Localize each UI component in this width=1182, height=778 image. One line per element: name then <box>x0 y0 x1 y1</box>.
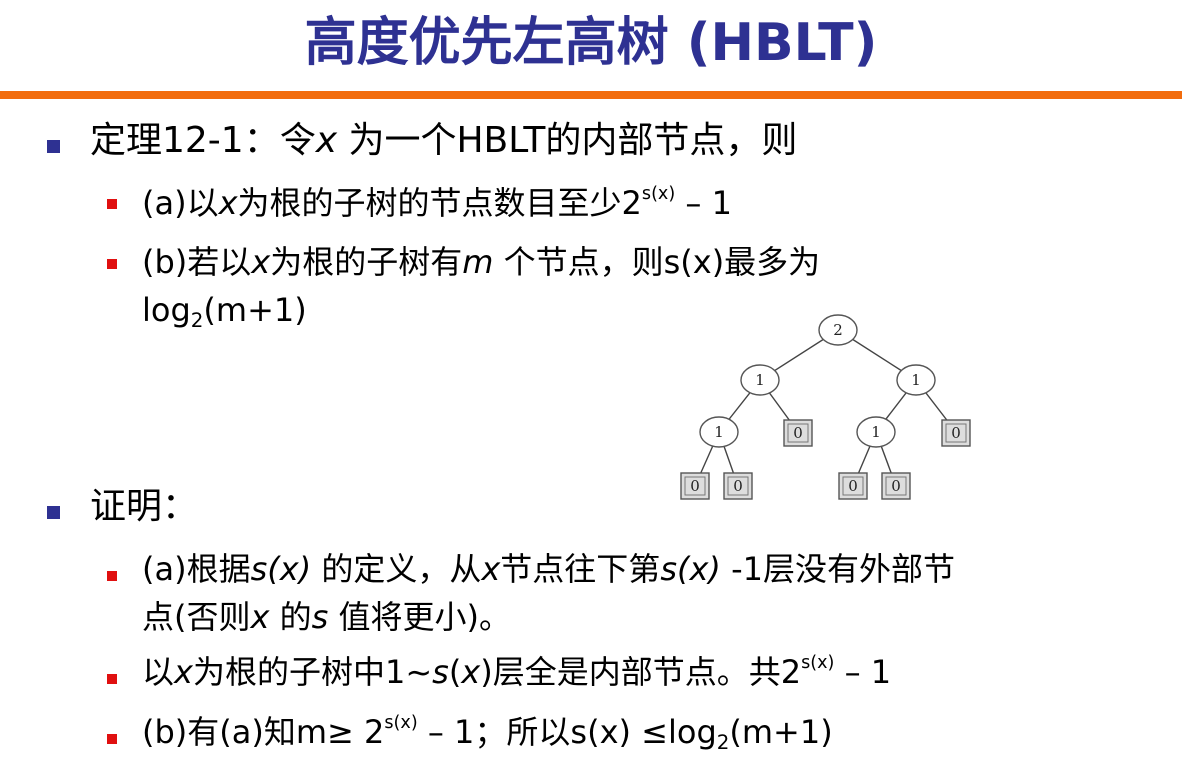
bullet-l1-icon <box>47 506 60 519</box>
var: x <box>481 550 501 588</box>
var: x <box>461 653 481 691</box>
node-label: 0 <box>848 477 858 495</box>
superscript: s(x) <box>641 184 676 205</box>
var: x <box>250 598 270 636</box>
proof-part-b: (b)有(a)知m≥ 2s(x) – 1；所以s(x) ≤log2(m+1) <box>142 711 833 753</box>
text: 为根的子树中1~ <box>192 653 433 691</box>
bullet-l2-icon <box>107 674 117 684</box>
var: x <box>218 184 238 222</box>
theorem-part-a: (a)以x为根的子树的节点数目至少2s(x) – 1 <box>142 182 732 224</box>
proof-heading: 证明： <box>90 486 199 527</box>
tree-node-root: 2 <box>818 314 858 346</box>
text: 的 <box>279 598 312 636</box>
node-label: 0 <box>733 477 743 495</box>
text: – 1 <box>675 184 732 222</box>
text: (b)若以 <box>142 243 252 281</box>
tree-external-node: 0 <box>680 472 710 500</box>
text: 以 <box>142 653 175 691</box>
tree-external-node: 0 <box>881 472 911 500</box>
title-divider <box>0 91 1182 99</box>
text: (b)有(a)知m≥ 2 <box>142 713 385 751</box>
text: 值将更小)。 <box>338 598 511 636</box>
text: 节点往下第 <box>500 550 661 588</box>
text: 定理12-1：令 <box>90 120 316 161</box>
node-label: 2 <box>833 321 843 339</box>
var: x <box>251 243 271 281</box>
node-label: 0 <box>690 477 700 495</box>
var: x <box>315 120 338 161</box>
text: (m+1) <box>203 291 307 329</box>
node-label: 1 <box>714 423 724 441</box>
text: )层全是内部节点。共2 <box>480 653 802 691</box>
hblt-tree-diagram: 2 1 1 1 1 0 0 0 0 0 <box>680 314 971 500</box>
text: 点(否则 <box>142 598 251 636</box>
proof-part-c: 以x为根的子树中1~s(x)层全是内部节点。共2s(x) – 1 <box>142 651 891 693</box>
text: ( <box>448 653 462 691</box>
text: 为根的子树有 <box>270 243 463 281</box>
text: 为一个HBLT的内部节点，则 <box>348 120 798 161</box>
superscript: s(x) <box>801 653 835 674</box>
text: 的定义，从 <box>321 550 482 588</box>
text: 为根的子树的节点数目至少2 <box>237 184 642 222</box>
var: s(x) <box>660 550 721 588</box>
theorem-part-b-cont: log2(m+1) <box>142 289 307 331</box>
tree-external-node: 0 <box>783 419 813 447</box>
bullet-l2-icon <box>107 734 117 744</box>
theorem-part-b: (b)若以x为根的子树有m 个节点，则s(x)最多为 <box>142 241 820 283</box>
bullet-l2-icon <box>107 199 117 209</box>
tree-external-node: 0 <box>941 419 971 447</box>
node-label: 1 <box>911 371 921 389</box>
bullet-l2-icon <box>107 259 117 269</box>
text: log <box>142 291 191 329</box>
superscript: s(x) <box>384 713 418 734</box>
node-label: 0 <box>951 424 961 442</box>
bullet-l1-icon <box>47 140 60 153</box>
text: (m+1) <box>729 713 833 751</box>
text: (a)以 <box>142 184 219 222</box>
var: s <box>432 653 449 691</box>
tree-external-node: 0 <box>838 472 868 500</box>
proof-part-a: (a)根据s(x) 的定义，从x节点往下第s(x) -1层没有外部节 <box>142 548 955 590</box>
slide-title: 高度优先左高树 (HBLT) <box>304 13 878 73</box>
tree-node-right-left: 1 <box>856 416 896 448</box>
bullet-l2-icon <box>107 571 117 581</box>
node-label: 1 <box>755 371 765 389</box>
var: x <box>174 653 193 691</box>
tree-external-node: 0 <box>723 472 753 500</box>
node-label: 1 <box>871 423 881 441</box>
proof-part-a-cont: 点(否则x 的s 值将更小)。 <box>142 596 511 638</box>
node-label: 0 <box>793 424 803 442</box>
var: s(x) <box>250 550 312 588</box>
text: -1层没有外部节 <box>731 550 955 588</box>
tree-node-left-left: 1 <box>699 416 739 448</box>
var: s <box>311 598 329 636</box>
subscript: 2 <box>190 308 204 332</box>
var: m <box>462 243 494 281</box>
text: – 1；所以s(x) ≤log <box>417 713 717 751</box>
node-label: 0 <box>891 477 901 495</box>
theorem-heading: 定理12-1：令x 为一个HBLT的内部节点，则 <box>90 118 797 164</box>
tree-node-right: 1 <box>896 364 936 396</box>
text: 个节点，则s(x)最多为 <box>503 243 821 281</box>
text: – 1 <box>834 653 892 691</box>
text: (a)根据 <box>142 550 251 588</box>
tree-node-left: 1 <box>740 364 780 396</box>
subscript: 2 <box>716 730 730 754</box>
